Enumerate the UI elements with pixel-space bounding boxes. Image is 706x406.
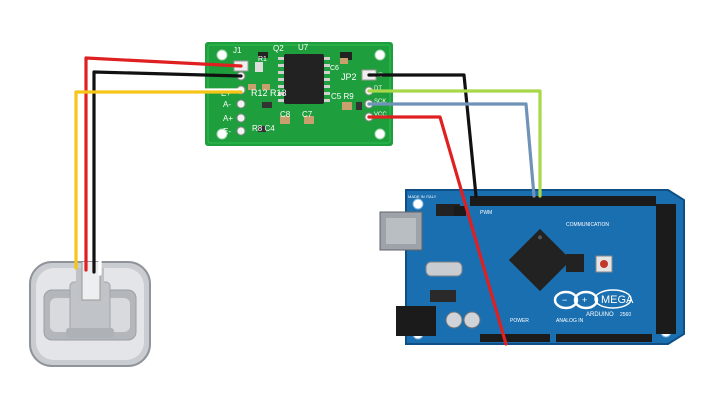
- load-cell: [29, 261, 151, 367]
- wire-blue-sck: [367, 102, 536, 198]
- atmega-chip: [508, 228, 572, 292]
- wire-white-a-minus: [98, 88, 243, 276]
- label-r1: R1: [258, 56, 267, 63]
- hx711-chip: [284, 54, 324, 104]
- power-jack: [396, 306, 436, 336]
- label-r8-c4: R8 C4: [252, 124, 275, 133]
- wire-red-e-plus: [84, 56, 243, 272]
- mega-model: MEGA: [601, 294, 634, 306]
- svg-text:+: +: [582, 295, 587, 305]
- label-c6: C6: [330, 65, 339, 72]
- label-u7: U7: [298, 43, 309, 52]
- made-in-label: MADE IN ITALY: [408, 194, 437, 199]
- pwm-label: PWM: [480, 210, 492, 216]
- label-e-minus: E-: [223, 127, 231, 136]
- wires: [74, 56, 542, 346]
- label-r12-r13: R12 R13: [251, 88, 287, 98]
- label-c8: C8: [280, 110, 291, 119]
- mega-model-num: 2560: [620, 312, 631, 318]
- label-vcc: VCC: [374, 112, 387, 118]
- power-label: POWER: [510, 318, 529, 324]
- label-dt: DT: [374, 86, 382, 92]
- wire-yellow-a-plus: [74, 90, 243, 270]
- label-c5-r9: C5 R9: [331, 92, 354, 101]
- label-q2: Q2: [273, 44, 284, 53]
- label-a-plus: A+: [223, 114, 233, 123]
- crystal: [425, 261, 463, 277]
- communication-label: COMMUNICATION: [566, 222, 609, 228]
- label-jp2: JP2: [341, 72, 357, 82]
- mega-brand: ARDUINO: [586, 312, 614, 318]
- wire-black-gnd: [367, 73, 478, 198]
- right-header-mega: [656, 204, 676, 334]
- label-a-minus: A-: [223, 100, 231, 109]
- hx711-board: J1 Q2 U7 R1 JP2 C6 R12 R13 A- A+ E- E+ R…: [205, 42, 393, 146]
- arduino-mega-board: − + MEGA ARDUINO 2560 MADE IN ITALY PWM …: [379, 189, 685, 345]
- wire-red-vcc: [367, 115, 508, 346]
- label-sck: SCK: [374, 99, 386, 105]
- analog-in-label: ANALOG IN: [556, 318, 584, 324]
- wire-lime-dt: [367, 89, 542, 198]
- label-j1: J1: [233, 46, 242, 55]
- arduino-logo: − +: [553, 290, 599, 310]
- digital-header: [470, 196, 656, 206]
- label-c7: C7: [302, 110, 313, 119]
- wire-black-e-minus: [92, 70, 243, 274]
- svg-text:−: −: [562, 295, 567, 305]
